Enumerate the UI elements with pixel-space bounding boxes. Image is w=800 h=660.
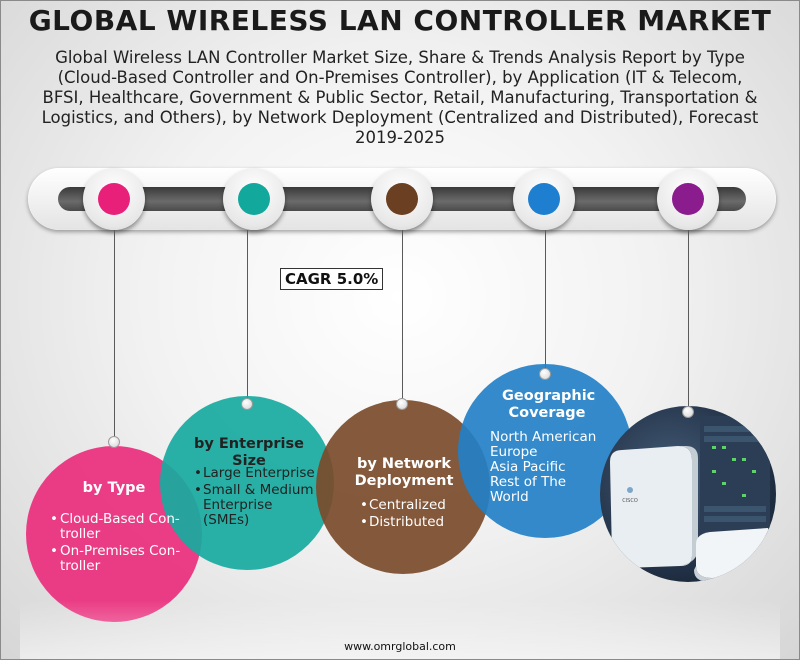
page-title: GLOBAL WIRELESS LAN CONTROLLER MARKET	[28, 4, 772, 37]
connector-line-image	[688, 230, 689, 410]
node-dot-teal	[238, 183, 270, 215]
type-heading: by Type	[82, 480, 146, 496]
connector-knob-image	[682, 406, 694, 418]
node-dot-pink	[98, 183, 130, 215]
connector-line-type	[114, 230, 115, 440]
timeline-node-geo	[513, 168, 575, 230]
list-item-label: On-Premises Con-troller	[60, 543, 181, 574]
timeline-node-network	[371, 168, 433, 230]
connector-line-geo	[545, 230, 546, 370]
list-item: •Distributed	[360, 514, 445, 530]
network-heading: by Network Deployment	[354, 456, 454, 489]
connector-knob-type	[108, 436, 120, 448]
geo-heading: Geographic Coverage	[502, 388, 596, 421]
list-item: Asia Pacific	[490, 459, 566, 475]
list-item: •On-Premises Con-troller	[50, 544, 190, 574]
list-item-label: Distributed	[369, 514, 445, 530]
report-subtitle: Global Wireless LAN Controller Market Si…	[41, 48, 759, 147]
node-dot-blue	[528, 183, 560, 215]
connector-line-enterprise	[247, 230, 248, 400]
website-link[interactable]: www.omrglobal.com	[344, 640, 456, 653]
list-item: North American	[490, 429, 597, 445]
list-item: •Centralized	[360, 497, 446, 513]
list-item-label: Small & Medium Enterprise (SMEs)	[203, 482, 314, 528]
timeline-node-enterprise	[223, 168, 285, 230]
connector-knob-geo	[539, 368, 551, 380]
connector-knob-network	[396, 398, 408, 410]
connector-line-network	[402, 230, 403, 400]
list-item: •Small & Medium Enterprise (SMEs)	[194, 483, 322, 528]
list-item: Europe	[490, 444, 538, 460]
segment-circle-enterprise	[160, 396, 334, 570]
product-image: CISCO	[600, 406, 776, 582]
list-item-label: Large Enterprise	[203, 465, 315, 481]
network-list: •Centralized •Distributed	[360, 498, 470, 530]
type-list: •Cloud-Based Con-troller •On-Premises Co…	[50, 512, 190, 574]
timeline-node-type	[83, 168, 145, 230]
floor-reflection	[20, 600, 780, 660]
enterprise-heading: by Enterprise Size	[194, 436, 304, 469]
list-item: •Large Enterprise	[194, 466, 322, 481]
enterprise-list: •Large Enterprise •Small & Medium Enterp…	[194, 466, 322, 528]
timeline-node-image	[657, 168, 719, 230]
node-dot-brown	[386, 183, 418, 215]
list-item-label: Centralized	[369, 497, 446, 513]
list-item-label: Cloud-Based Con-troller	[60, 511, 180, 542]
list-item: •Cloud-Based Con-troller	[50, 512, 190, 542]
access-point-illustration: CISCO	[610, 416, 776, 582]
geo-list: North American Europe Asia Pacific Rest …	[490, 430, 608, 505]
brand-label: CISCO	[622, 498, 638, 504]
connector-knob-enterprise	[241, 398, 253, 410]
node-dot-purple	[672, 183, 704, 215]
cagr-badge: CAGR 5.0%	[280, 268, 384, 290]
list-item: Rest of The World	[490, 474, 567, 505]
